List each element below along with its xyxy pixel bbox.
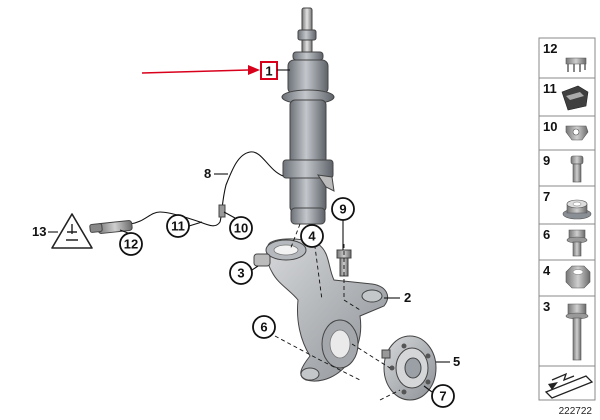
rail-item-7-number: 7 [543,189,550,204]
callout-9: 9 [331,197,355,250]
bolt-short-icon [570,155,584,183]
hex-bolt-flange-icon [566,229,588,257]
cable-clip-icon [565,125,589,141]
assembly-lines [274,223,401,401]
callout-5: 5 [436,354,460,369]
rail-item-3: 3 [538,295,596,367]
callout-11-label: 11 [171,219,185,234]
callout-8: 8 [204,166,228,181]
callout-2-label: 2 [404,290,411,305]
rail-item-3-number: 3 [543,299,550,314]
rail-item-9: 9 [538,149,596,187]
callout-12: 12 [119,229,143,256]
callout-5-label: 5 [453,354,460,369]
rail-item-6: 6 [538,223,596,261]
callout-7: 7 [423,384,455,408]
rail-item-11: 11 [538,77,596,117]
callout-3-label: 3 [237,266,244,281]
callout-8-label: 8 [204,166,211,181]
steering-knuckle [253,238,388,382]
rail-item-9-number: 9 [543,153,550,168]
callout-4-label: 4 [308,229,316,244]
collar-nut-icon [562,199,592,220]
warning-label-icon [51,213,93,249]
callout-7-label: 7 [439,389,446,404]
rail-item-7: 7 [538,185,596,225]
rail-item-11-number: 11 [543,81,557,96]
callout-11: 11 [166,214,203,238]
rail-item-12: 12 [538,37,596,79]
rail-item-placeholder [538,365,596,401]
callout-10-label: 10 [234,221,248,236]
wheel-hub [381,335,437,401]
highlight-arrow [141,65,260,75]
callout-6: 6 [252,315,276,339]
callout-10: 10 [223,211,253,240]
parts-rail: 12 11 10 9 [538,37,596,401]
diagram-reference-number: 222722 [559,406,593,417]
clip-bracket-icon [565,57,587,72]
callout-13-label: 13 [32,224,46,239]
callout-2: 2 [384,290,411,305]
sensor-cable [129,151,284,227]
callout-1-label: 1 [265,64,272,79]
callout-6-label: 6 [260,320,267,335]
flat-part-arrow-icon [544,372,594,399]
connector-holder-icon [561,85,589,111]
long-hex-bolt-icon [565,303,589,361]
rail-item-4: 4 [538,259,596,297]
cable-plug [89,220,133,234]
rail-item-10: 10 [538,115,596,151]
callout-1: 1 [260,61,290,80]
rail-item-4-number: 4 [543,263,551,278]
callout-12-label: 12 [124,237,138,252]
callout-13: 13 [32,224,58,239]
callout-3: 3 [229,261,259,285]
hex-nut-icon [565,265,591,289]
rail-item-6-number: 6 [543,227,550,242]
shock-strut [281,7,335,225]
callout-4: 4 [300,224,324,248]
callout-9-label: 9 [339,202,346,217]
rail-item-10-number: 10 [543,119,557,134]
rail-item-12-number: 12 [543,41,557,56]
